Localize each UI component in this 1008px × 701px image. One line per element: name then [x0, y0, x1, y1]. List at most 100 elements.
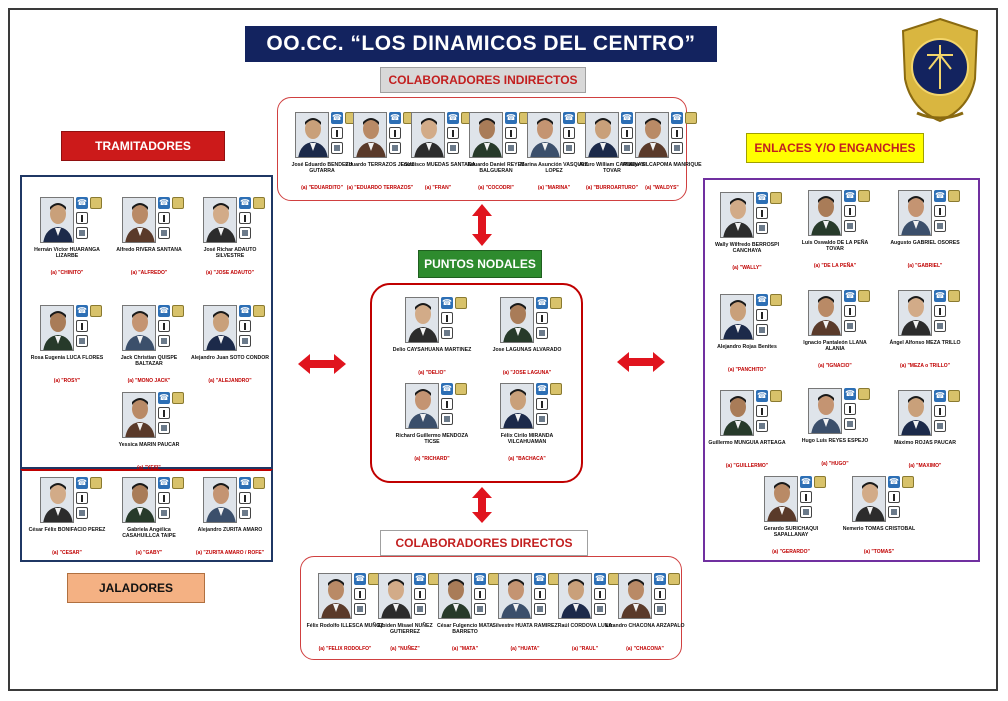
group-label-enlaces: ENLACES Y/O ENGANCHES — [746, 133, 924, 163]
panel-colaboradores-indirectos: ☎José Eduardo BENDEZU GUTARRA(a) "EDUARD… — [277, 97, 702, 201]
person-alias: (a) "MAXIMO" — [908, 463, 942, 469]
person-alias: (a) "TOMAS" — [863, 549, 895, 555]
person-photo — [558, 573, 592, 619]
person-alias: (a) "JOSE ADAUTO" — [205, 270, 255, 276]
person-card: ☎Alejandro ZURITA AMARO(a) "ZURITA AMARO… — [190, 477, 270, 569]
person-photo — [411, 112, 445, 158]
phone-icon: ☎ — [441, 297, 453, 309]
document-icon — [756, 420, 768, 432]
person-name: Yessica MARIN PAUCAR — [118, 442, 180, 448]
person-figure-icon — [756, 309, 768, 321]
person-name: Hernán Víctor HUARANGA LIZARBE — [34, 247, 100, 260]
person-alias: (a) "MATA" — [452, 646, 478, 652]
person-alias: (a) "MARINA" — [537, 185, 571, 191]
person-card: ☎Augusto GABRIEL OSORES(a) "GABRIEL" — [885, 190, 965, 282]
person-name: José Richar ADAUTO SILVESTRE — [203, 247, 257, 260]
person-figure-icon — [76, 212, 88, 224]
badge-icon — [858, 388, 870, 400]
person-name: Delio CAYSAHUANA MARTINEZ — [392, 347, 472, 353]
person-figure-icon — [536, 398, 548, 410]
person-photo — [203, 305, 237, 351]
person-photo — [295, 112, 329, 158]
document-icon — [800, 506, 812, 518]
person-alias: (a) "HUATA" — [510, 646, 540, 652]
panel-colaboradores-directos: ☎Félix Rodolfo ILLESCA MUÑOZ(a) "FELIX R… — [300, 556, 685, 660]
phone-icon: ☎ — [158, 197, 170, 209]
person-name: Jose LAGUNAS ALVARADO — [492, 347, 562, 353]
person-name: Jack Christian QUISPE BALTAZAR — [120, 355, 178, 368]
document-icon — [536, 413, 548, 425]
person-name: Wally Wilfredo BERROSPI CANCHAYA — [714, 242, 780, 255]
person-figure-icon — [441, 312, 453, 324]
phone-icon: ☎ — [621, 112, 633, 124]
document-icon — [844, 220, 856, 232]
person-photo — [618, 573, 652, 619]
document-icon — [536, 327, 548, 339]
person-alias: (a) "JOSE LAGUNA" — [502, 370, 552, 376]
document-icon — [756, 324, 768, 336]
person-figure-icon — [934, 205, 946, 217]
document-icon — [441, 327, 453, 339]
phone-icon: ☎ — [158, 477, 170, 489]
person-card: ☎Alfredo RIVERA SANTANA(a) "ALFREDO" — [109, 197, 189, 289]
person-photo — [498, 573, 532, 619]
person-name: Raúl CORDOVA LUNA — [557, 623, 613, 629]
person-alias: (a) "CESAR" — [52, 550, 82, 556]
panel-enlaces: ☎Wally Wilfredo BERROSPI CANCHAYA(a) "WA… — [703, 178, 980, 562]
group-label-puntos-nodales: PUNTOS NODALES — [418, 250, 542, 278]
person-card: ☎Luis Oswaldo DE LA PEÑA TOVAR(a) "DE LA… — [795, 190, 875, 282]
document-icon — [505, 142, 517, 154]
phone-icon: ☎ — [844, 190, 856, 202]
person-card: ☎Gabriela Angélica CASAHUILLCA TAIPE(a) … — [109, 477, 189, 569]
person-figure-icon — [671, 127, 683, 139]
person-alias: (a) "ALFREDO" — [130, 270, 168, 276]
person-figure-icon — [447, 127, 459, 139]
phone-icon: ☎ — [536, 383, 548, 395]
document-icon — [239, 335, 251, 347]
person-figure-icon — [534, 588, 546, 600]
person-card: ☎Gerardo SURICHAQUI SAPALLANAY(a) "GERAR… — [751, 476, 831, 568]
document-icon — [441, 413, 453, 425]
group-label-jaladores: JALADORES — [67, 573, 205, 603]
phone-icon: ☎ — [76, 305, 88, 317]
person-photo — [405, 297, 439, 343]
document-icon — [621, 142, 633, 154]
phone-icon: ☎ — [354, 573, 366, 585]
phone-icon: ☎ — [844, 290, 856, 302]
person-figure-icon — [76, 492, 88, 504]
document-icon — [844, 320, 856, 332]
badge-icon — [550, 383, 562, 395]
person-figure-icon — [621, 127, 633, 139]
person-name: Gerardo SURICHAQUI SAPALLANAY — [763, 526, 819, 539]
person-alias: (a) "GUILLERMO" — [725, 463, 769, 469]
person-photo — [585, 112, 619, 158]
person-name: Arturo William CARDENAS TOVAR — [578, 162, 646, 175]
person-figure-icon — [800, 491, 812, 503]
badge-icon — [90, 477, 102, 489]
person-alias: (a) "GABRIEL" — [907, 263, 943, 269]
person-card: ☎Alejandro Rojas Benites(a) "PANCHITO" — [707, 294, 787, 386]
person-figure-icon — [414, 588, 426, 600]
top-connector-arrow-icon — [472, 204, 492, 246]
phone-icon: ☎ — [844, 388, 856, 400]
person-alias: (a) "IGNACIO" — [818, 363, 852, 369]
person-photo — [378, 573, 412, 619]
person-card: ☎Yessica MARIN PAUCAR(a) "YESI" — [109, 392, 189, 484]
person-figure-icon — [158, 407, 170, 419]
person-name: Richard Guillermo MENDOZA TICSE — [395, 433, 469, 446]
document-icon — [158, 422, 170, 434]
person-card: ☎Alejandro Juan SOTO CONDOR(a) "ALEJANDR… — [190, 305, 270, 397]
phone-icon: ☎ — [756, 192, 768, 204]
person-card: ☎Silvestre HUATA RAMIREZ(a) "HUATA" — [485, 573, 565, 665]
person-alias: (a) "EDUARDO TERRAZOS" — [346, 185, 414, 191]
phone-icon: ☎ — [447, 112, 459, 124]
person-card: ☎Rosa Eugenia LUCA FLORES(a) "ROSY" — [27, 305, 107, 397]
person-figure-icon — [844, 403, 856, 415]
person-name: Guillermo MUNGUIA ARTEAGA — [708, 440, 786, 446]
person-figure-icon — [536, 312, 548, 324]
badge-icon — [858, 290, 870, 302]
person-card: ☎Lizandro CHACONA ARZAPALO(a) "CHACONA" — [605, 573, 685, 665]
person-alias: (a) "FRAN" — [424, 185, 452, 191]
person-photo — [898, 190, 932, 236]
panel-jaladores: ☎César Félix BONIFACIO PEREZ(a) "CESAR"☎… — [20, 469, 273, 562]
